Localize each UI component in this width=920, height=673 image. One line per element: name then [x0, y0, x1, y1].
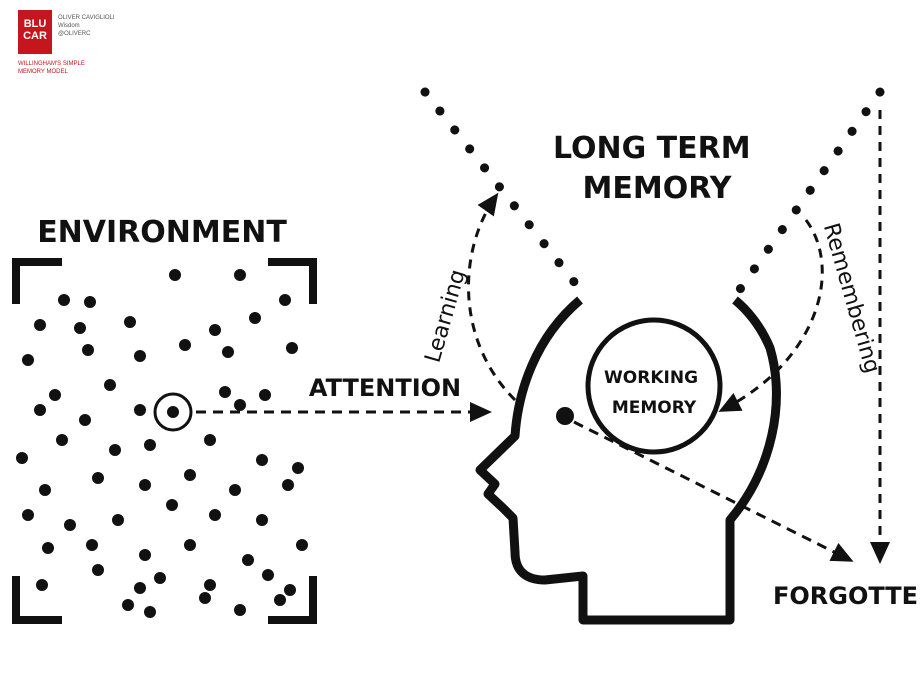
environment-dot [34, 404, 46, 416]
learning-arrow [467, 192, 517, 402]
environment-dot [286, 342, 298, 354]
environment-dot [36, 579, 48, 591]
environment-dot [92, 472, 104, 484]
environment-dot [242, 554, 254, 566]
environment-dot [204, 579, 216, 591]
environment-dot [112, 514, 124, 526]
environment-dot [259, 389, 271, 401]
environment-dot [104, 379, 116, 391]
environment-dot [92, 564, 104, 576]
environment-dot [234, 399, 246, 411]
environment-dot [79, 414, 91, 426]
environment-dot [274, 594, 286, 606]
environment-label: ENVIRONMENT [37, 215, 287, 250]
environment-dot [284, 584, 296, 596]
environment-dot [109, 444, 121, 456]
environment-dot [122, 599, 134, 611]
environment-dot [292, 462, 304, 474]
environment-dot [184, 469, 196, 481]
attended-stimulus [153, 392, 193, 432]
remembering-label: Remembering [818, 220, 885, 376]
caption-line: MEMORY MODEL [18, 69, 68, 75]
environment-dot [279, 294, 291, 306]
environment-dot [222, 346, 234, 358]
environment-dot [86, 539, 98, 551]
environment-dot [39, 484, 51, 496]
brand-block: BLU CAR OLIVER CAVIGLIOLI Wisdom @OLIVER… [18, 10, 178, 90]
long-term-memory-line1: LONG TERM [553, 131, 751, 166]
brand-credits: OLIVER CAVIGLIOLI Wisdom @OLIVERC [58, 14, 168, 38]
environment-dot [134, 404, 146, 416]
environment-dot [262, 569, 274, 581]
environment-dot [234, 269, 246, 281]
environment-dot [184, 539, 196, 551]
attention-label: ATTENTION [309, 374, 461, 402]
environment-dot [282, 479, 294, 491]
environment-dot [139, 549, 151, 561]
environment-dot [124, 316, 136, 328]
environment-dot [49, 389, 61, 401]
brand-credit-line: Wisdom [58, 23, 80, 29]
environment-dot [74, 322, 86, 334]
environment-dot [58, 294, 70, 306]
forgetting-origin-dot [556, 407, 574, 425]
head-silhouette [475, 296, 781, 625]
environment-frame [12, 258, 317, 624]
forgotten-label: FORGOTTE [773, 582, 918, 610]
brand-credit-line: OLIVER CAVIGLIOLI [58, 15, 115, 21]
brand-logo: BLU CAR [18, 10, 52, 54]
environment-dot [22, 509, 34, 521]
working-memory-circle [585, 317, 723, 455]
environment-dot [296, 539, 308, 551]
long-term-memory-cone [420, 87, 885, 297]
long-term-memory-line2: MEMORY [583, 171, 733, 206]
environment-dot [22, 354, 34, 366]
environment-dot [179, 339, 191, 351]
environment-dot [209, 509, 221, 521]
environment-dot [256, 514, 268, 526]
environment-dot [256, 454, 268, 466]
environment-dot [199, 592, 211, 604]
environment-dot [84, 296, 96, 308]
environment-dot [154, 572, 166, 584]
environment-dot [219, 386, 231, 398]
environment-dot [139, 479, 151, 491]
caption-line: WILLINGHAM'S SIMPLE [18, 61, 85, 67]
environment-dot [42, 542, 54, 554]
long-term-memory-label: LONG TERM MEMORY [553, 131, 761, 206]
working-memory-label: WORKING MEMORY [604, 368, 704, 418]
brand-caption: WILLINGHAM'S SIMPLE MEMORY MODEL [18, 60, 148, 76]
remembering-arrow [718, 219, 824, 412]
environment-dot [34, 319, 46, 331]
environment-dot [144, 606, 156, 618]
environment-dot [169, 269, 181, 281]
environment-dot [234, 604, 246, 616]
environment-dot [134, 582, 146, 594]
environment-dot [16, 452, 28, 464]
environment-dot [82, 344, 94, 356]
environment-dots [16, 269, 308, 618]
environment-dot [144, 439, 156, 451]
forgetting-arrow [573, 420, 854, 562]
learning-label: Learning [421, 267, 471, 366]
environment-dot [204, 434, 216, 446]
environment-dot [64, 519, 76, 531]
environment-dot [209, 324, 221, 336]
brand-credit-line: @OLIVERC [58, 31, 91, 37]
environment-dot [166, 499, 178, 511]
working-memory-line1: WORKING [604, 368, 698, 388]
working-memory-line2: MEMORY [612, 398, 697, 418]
environment-dot [134, 350, 146, 362]
environment-dot [56, 434, 68, 446]
environment-dot [249, 312, 261, 324]
environment-dot [229, 484, 241, 496]
